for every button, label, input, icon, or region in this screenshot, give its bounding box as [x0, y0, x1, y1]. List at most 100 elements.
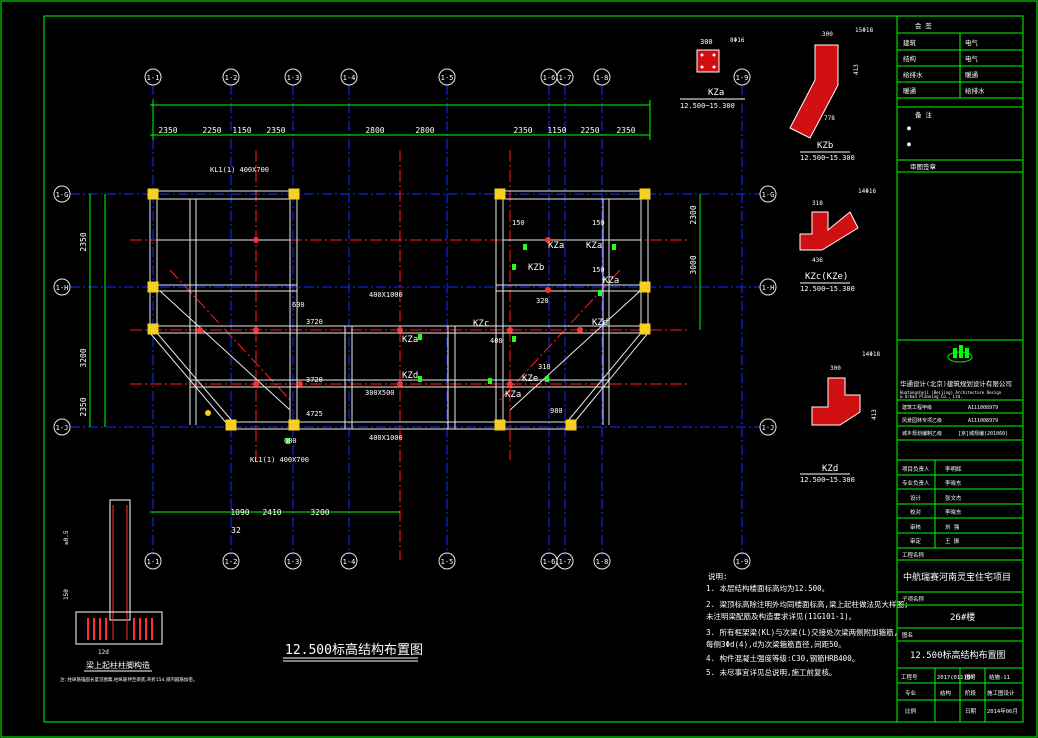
sign-label: 暖通 [903, 86, 917, 95]
axis-bubbles-top [144, 68, 751, 86]
dim-label: 2350 [158, 126, 177, 135]
annotation: 150 [592, 266, 605, 274]
meta-label: 图号 [965, 673, 977, 681]
detail-dim: 300 [822, 31, 833, 38]
cert-value: [京]城规编(201060) [958, 430, 1008, 437]
axis-bubbles-rows [53, 185, 777, 436]
note-item: 2. 梁顶标高除注明外均同楼面标高,梁上起柱做法见大样图; [706, 599, 909, 609]
annotation: KL1(1) 400X700 [250, 456, 309, 464]
dim-label: 2350 [79, 232, 88, 251]
axis-labels-bottom: 1-1 1-2 1-3 1-4 1-5 1-6 1-7 1-8 1-9 [147, 558, 749, 566]
detail-rebar: 14Φ18 [862, 351, 880, 358]
cert-label: 城乡规划编制乙级 [902, 430, 942, 437]
dim-text-left: 2350 3200 2350 [79, 232, 88, 416]
detail-title: KZb [817, 141, 833, 151]
grid-lines-vertical [152, 85, 743, 555]
meta-label: 日期 [965, 708, 977, 715]
annotation: 400 [490, 337, 503, 345]
detail-kza: 300 8Φ16 KZa 12.500~15.300 [680, 37, 745, 110]
detail-dim: 413 [871, 409, 878, 420]
dim-label: 3200 [310, 508, 329, 517]
sign-label: 建筑 [903, 38, 917, 47]
staff-role: 审定 [910, 537, 922, 545]
note-item: 未注明梁配筋及构造要求详见(11G101-1)。 [706, 611, 856, 621]
axis-label: 1-5 [441, 74, 454, 82]
sign-label: 电气 [965, 54, 979, 63]
annotation: 150 [592, 219, 605, 227]
staff-name: 张文杰 [945, 494, 962, 502]
detail-range: 12.500~15.300 [800, 285, 855, 293]
annotation: KL1(1) 400X700 [210, 166, 269, 174]
sign-label: 暖通 [965, 70, 979, 79]
cert-value: A111008979 [968, 418, 998, 424]
section-title: 梁上起柱柱脚构造 [86, 660, 150, 670]
annotation: 600 [292, 301, 305, 309]
dim-text-right: 2300 3000 [689, 205, 698, 274]
annotation: 3720 [306, 318, 323, 326]
detail-kzc: 318 14Φ16 436 KZc(KZe) 12.500~15.300 [799, 188, 876, 293]
staff-role: 项目负责人 [902, 465, 930, 473]
axis-label: 1-1 [147, 74, 160, 82]
cert-value: A111008979 [968, 405, 998, 411]
detail-rebar: 15Φ18 [855, 27, 873, 34]
note-item: 5. 未尽事宜详见总说明,施工前复核。 [706, 667, 837, 677]
green-tags [286, 244, 616, 444]
project-label: 工程名称 [902, 551, 925, 559]
annotation: 4725 [306, 410, 323, 418]
sign-label: 给排水 [903, 70, 923, 79]
beams [149, 190, 649, 430]
drawing-label: 图名 [902, 631, 913, 639]
detail-dim: 300 [830, 365, 841, 372]
meta-label: 工程号 [901, 673, 918, 681]
kz-columns [197, 237, 583, 387]
small-annotations: 150 150 150 320 3720 3720 4725 600 600 9… [210, 166, 605, 464]
detail-range: 12.500~15.300 [800, 476, 855, 484]
red-axis-lines [130, 150, 690, 560]
remarks-label: 备 注 [915, 110, 932, 119]
dim-label: 2350 [616, 126, 635, 135]
axis-labels-rows: 1-G 1-H 1-J 1-G 1-H 1-J [56, 191, 775, 432]
staff-role: 校对 [910, 508, 922, 516]
dim-label: 2800 [415, 126, 434, 135]
sign-label: 会 签 [915, 21, 932, 30]
remarks-mark: ● [907, 124, 911, 132]
meta-label: 比例 [905, 707, 917, 715]
axis-label: 1-2 [225, 558, 238, 566]
axis-label: 1-9 [736, 74, 749, 82]
dimension-lines [89, 100, 701, 513]
staff-role: 审核 [910, 523, 922, 531]
inner-frame [43, 15, 1024, 723]
kz-label: KZa [603, 276, 619, 286]
meta-value: 2014年06月 [987, 707, 1018, 715]
meta-value: 结构 [940, 689, 952, 697]
annotation: 980 [550, 407, 563, 415]
company-name: 华通设计(北京)建筑规划设计有限公司 [900, 379, 1012, 388]
staff-name: 王 振 [945, 537, 960, 545]
axis-label: 1-H [762, 284, 775, 292]
detail-dim: 778 [824, 115, 835, 122]
kz-label: KZc [473, 319, 489, 329]
detail-rebar: 8Φ16 [730, 37, 745, 44]
staff-name: 李晓东 [945, 479, 962, 487]
axis-label: 1-8 [596, 558, 609, 566]
detail-kzd: 300 14Φ18 413 KZd 12.500~15.300 [800, 351, 880, 484]
title-block: 会 签 建筑 结构 给排水 暖通 电气 电气 暖通 给排水 备 注 ● ● 审图… [896, 15, 1024, 723]
axis-label: 1-J [56, 424, 69, 432]
staff-role: 专业负责人 [902, 479, 930, 487]
column-markers [147, 188, 651, 431]
kz-labels: KZa KZa KZb KZa KZc KZa KZd KZe KZa KZd [402, 241, 619, 400]
annotation: 3720 [306, 376, 323, 384]
staff-name: 李晓东 [945, 508, 962, 516]
axis-label: 1-3 [287, 558, 300, 566]
kz-label: KZb [528, 263, 544, 273]
sign-label: 电气 [965, 38, 979, 47]
dim-label: 2800 [365, 126, 384, 135]
axis-label: 1-7 [559, 74, 572, 82]
project-name: 中航瑞赛河南灵宝住宅项目 [903, 571, 1011, 583]
kz-label: KZa [402, 335, 418, 345]
axis-label: 1-2 [225, 74, 238, 82]
dim-label: 1150 [547, 126, 566, 135]
section-detail: ≥0.5 150 12d 梁上起柱柱脚构造 注: 柱纵筋锚固长度见图集,柱纵筋伸… [60, 499, 197, 683]
annotation: 320 [536, 297, 549, 305]
